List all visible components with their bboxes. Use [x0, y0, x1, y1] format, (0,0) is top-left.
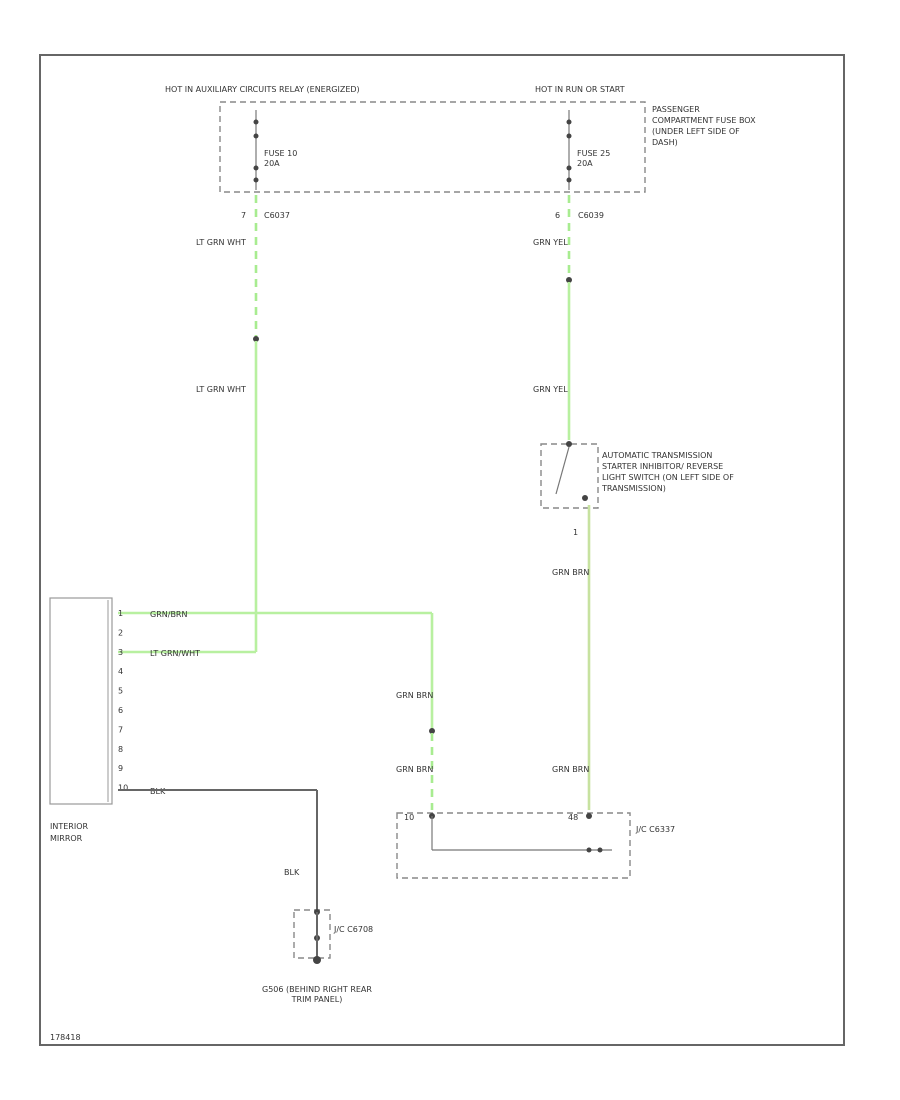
mirror-name-1: INTERIOR [50, 822, 89, 831]
fuse-25-rating: 20A [577, 159, 593, 168]
fuse-25-connector: C6039 [578, 211, 604, 220]
mirror-pin-3: 3 [118, 648, 123, 657]
hot-acc-label: HOT IN AUXILIARY CIRCUITS RELAY (ENERGIZ… [165, 85, 360, 94]
ground-label: G506 (BEHIND RIGHT REAR TRIM PANEL) [262, 985, 372, 1004]
interior-mirror: 1 2 3 4 5 6 7 8 9 10 INTERIOR MIRROR GRN/BRN LT G… [49, 597, 200, 843]
mirror-pin-8: 8 [118, 745, 123, 754]
ground-connector: J/C C6708 G506 (BEHIND RIGHT REAR TRIM P… [262, 909, 373, 1004]
mirror-pin-10: 10 [118, 784, 128, 793]
mirror-pin10-wire: BLK [150, 787, 166, 796]
mirror-pin-7: 7 [118, 725, 123, 734]
reverse-light-switch-label: AUTOMATIC TRANSMISSION STARTER INHIBITOR… [602, 451, 734, 493]
fuse-box: PASSENGER COMPARTMENT FUSE BOX (UNDER LE… [219, 101, 756, 193]
reverse-light-switch: AUTOMATIC TRANSMISSION STARTER INHIBITOR… [540, 441, 734, 537]
blk-label: BLK [284, 868, 300, 877]
mirror-name-2: MIRROR [50, 834, 83, 843]
lt-grn-wht-label-top: LT GRN WHT [196, 238, 246, 247]
footer-id: 178418 [50, 1033, 81, 1042]
fuse-25-pin: 6 [555, 211, 560, 220]
grn-brn-label-right-top: GRN BRN [552, 568, 589, 577]
mirror-pin-5: 5 [118, 687, 123, 696]
fuse-box-label: PASSENGER COMPARTMENT FUSE BOX (UNDER LE… [652, 105, 756, 147]
junction-pin-a: 10 [404, 813, 414, 822]
grn-brn-label-left-top: GRN BRN [396, 691, 433, 700]
wire-lt-grn-wht: LT GRN WHT LT GRN WHT [118, 195, 259, 654]
mirror-pin-4: 4 [118, 667, 123, 676]
junction-pin-b: 48 [568, 813, 578, 822]
junction-connector: 10 48 J/C C6337 [396, 812, 675, 879]
wire-grn-yel: GRN YEL GRN YEL [533, 195, 572, 440]
mirror-pin-1: 1 [118, 609, 123, 618]
fuse-10-connector: C6037 [264, 211, 290, 220]
fuse-25-label: FUSE 25 [577, 149, 610, 158]
wire-blk: BLK [118, 789, 318, 910]
mirror-pin-9: 9 [118, 764, 123, 773]
hot-run-label: HOT IN RUN OR START [535, 85, 625, 94]
fuse-10: FUSE 10 20A 7 C6037 [241, 110, 297, 220]
switch-pin: 1 [573, 528, 578, 537]
grn-brn-label-left-bottom: GRN BRN [396, 765, 433, 774]
fuse-10-label: FUSE 10 [264, 149, 297, 158]
ground-connector-label: J/C C6708 [333, 925, 373, 934]
fuse-10-pin: 7 [241, 211, 246, 220]
mirror-pin1-wire: GRN/BRN [150, 610, 187, 619]
mirror-pin-2: 2 [118, 628, 123, 637]
lt-grn-wht-label-mid: LT GRN WHT [196, 385, 246, 394]
grn-yel-label-top: GRN YEL [533, 238, 568, 247]
diagram-frame [39, 54, 845, 1046]
mirror-pin-6: 6 [118, 706, 123, 715]
grn-yel-label-mid: GRN YEL [533, 385, 568, 394]
fuse-10-rating: 20A [264, 159, 280, 168]
fuse-25: FUSE 25 20A 6 C6039 [555, 110, 610, 220]
grn-brn-label-right-bottom: GRN BRN [552, 765, 589, 774]
wire-grn-brn-left: GRN BRN GRN BRN [118, 611, 435, 810]
mirror-pin3-wire: LT GRN/WHT [150, 649, 200, 658]
junction-label: J/C C6337 [635, 825, 675, 834]
wire-grn-brn-right: GRN BRN GRN BRN [552, 505, 591, 810]
